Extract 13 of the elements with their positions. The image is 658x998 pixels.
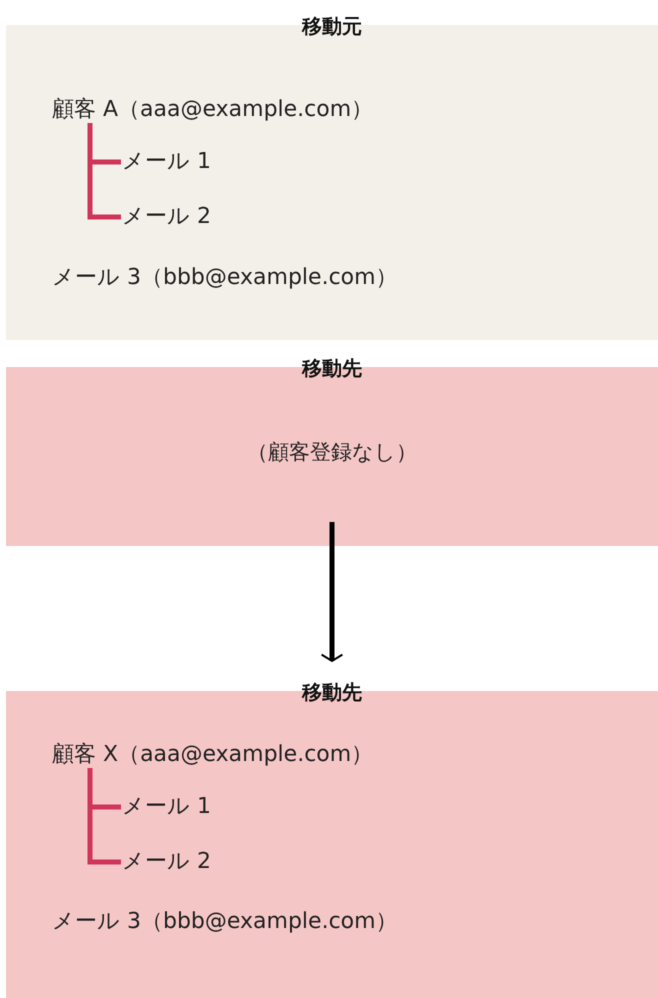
- panel-heading: 移動元: [300, 13, 363, 39]
- list-item: メール 1: [122, 792, 211, 822]
- panel-heading: 移動先: [300, 355, 363, 381]
- list-item: メール 2: [122, 202, 211, 232]
- list-item: 顧客 A（aaa@example.com）: [52, 95, 374, 125]
- list-item: メール 3（bbb@example.com）: [52, 907, 398, 937]
- list-item: メール 2: [122, 847, 211, 877]
- arrow: [320, 522, 344, 662]
- list-item: 顧客 X（aaa@example.com）: [52, 740, 374, 770]
- list-item: メール 3（bbb@example.com）: [52, 263, 398, 293]
- panel-note: （顧客登録なし）: [246, 439, 418, 466]
- panel-heading: 移動先: [300, 679, 363, 705]
- list-item: メール 1: [122, 147, 211, 177]
